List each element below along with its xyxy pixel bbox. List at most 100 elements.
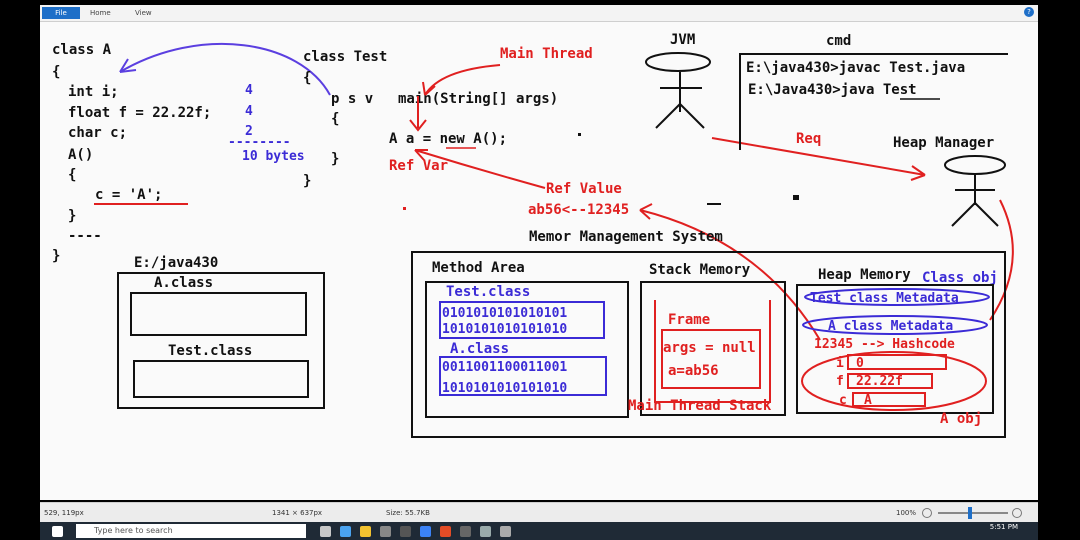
cursor-position: 529, 119px bbox=[44, 509, 84, 517]
tab-file[interactable]: File bbox=[42, 7, 80, 19]
test-bits-1: 0101010101010101 bbox=[442, 306, 567, 321]
a-bits-1: 0011001100011001 bbox=[442, 360, 567, 375]
mms-title: Memor Management System bbox=[529, 229, 723, 245]
method-a-class: A.class bbox=[450, 341, 509, 357]
frame-ref-a: a=ab56 bbox=[668, 363, 719, 379]
app-icon-5[interactable] bbox=[480, 526, 491, 537]
ref-var-label: Ref Var bbox=[389, 158, 448, 174]
test-bits-2: 1010101010101010 bbox=[442, 322, 567, 337]
class-test-header: class Test bbox=[303, 49, 387, 65]
new-statement: A a = new A(); bbox=[389, 131, 507, 147]
cmd-line-1: E:\java430>javac Test.java bbox=[746, 60, 965, 76]
field-f-label: f bbox=[836, 374, 844, 389]
a-class-bits-box bbox=[439, 356, 607, 396]
class-obj-label: Class obj bbox=[922, 270, 998, 286]
taskbar-search[interactable]: Type here to search bbox=[76, 524, 306, 538]
size-int: 4 bbox=[245, 83, 253, 98]
int-field: int i; bbox=[68, 84, 119, 100]
ribbon: File Home View ? bbox=[40, 5, 1038, 22]
dashes: ---- bbox=[68, 228, 102, 244]
taskbar-clock[interactable]: 5:51 PM bbox=[989, 523, 1018, 531]
heap-manager-figure bbox=[944, 155, 1006, 227]
selection-size: 1341 × 637px bbox=[272, 509, 323, 517]
cmd-window bbox=[739, 53, 1008, 150]
app-icon-4[interactable] bbox=[460, 526, 471, 537]
frame-label: Frame bbox=[668, 312, 710, 328]
zoom-slider[interactable] bbox=[938, 512, 1008, 514]
app-icon-6[interactable] bbox=[500, 526, 511, 537]
main-signature: main(String[] args) bbox=[398, 91, 558, 107]
mms-box bbox=[411, 251, 1006, 438]
thread-stack-outline bbox=[654, 300, 771, 403]
class-a-header: class A bbox=[52, 42, 112, 58]
file-explorer-icon[interactable] bbox=[360, 526, 371, 537]
app-icon-3[interactable] bbox=[420, 526, 431, 537]
tab-home[interactable]: Home bbox=[90, 9, 111, 17]
constructor-open: { bbox=[68, 167, 76, 183]
cmd-line-2-class: Test bbox=[883, 82, 917, 98]
zoom-level: 100% bbox=[896, 509, 917, 517]
tab-view[interactable]: View bbox=[135, 9, 152, 17]
help-icon[interactable]: ? bbox=[1024, 7, 1034, 17]
main-thread-stack-label: Main Thread Stack bbox=[628, 398, 772, 414]
windows-start-icon[interactable] bbox=[52, 526, 63, 537]
field-c-value: A bbox=[864, 393, 872, 408]
drawing-canvas[interactable]: class A { int i; float f = 22.22f; char … bbox=[40, 22, 1038, 500]
cmd-line-2: E:\Java430>java bbox=[748, 82, 883, 98]
edge-icon[interactable] bbox=[340, 526, 351, 537]
size-dash: -------- bbox=[228, 135, 291, 150]
test-class-metadata: Test class Metadata bbox=[810, 291, 959, 306]
ref-value-text: ab56<--12345 bbox=[528, 202, 629, 218]
a-bits-2: 1010101010101010 bbox=[442, 381, 567, 396]
class-test-close: } bbox=[303, 173, 311, 189]
heap-manager-label: Heap Manager bbox=[893, 135, 994, 151]
psv-text: p s v bbox=[331, 91, 373, 107]
main-thread-label: Main Thread bbox=[500, 46, 593, 62]
float-field: float f = 22.22f; bbox=[68, 105, 211, 121]
disk-a-class-box bbox=[130, 292, 307, 336]
jvm-figure bbox=[645, 52, 711, 129]
field-f-value: 22.22f bbox=[856, 374, 903, 389]
disk-path: E:/java430 bbox=[134, 255, 218, 271]
char-field: char c; bbox=[68, 125, 127, 141]
ref-value-label: Ref Value bbox=[546, 181, 622, 197]
disk-test-class-label: Test.class bbox=[168, 343, 252, 359]
main-open: { bbox=[331, 111, 339, 127]
stack-memory-box bbox=[640, 281, 786, 416]
purple-arrow bbox=[119, 42, 331, 96]
method-area-title: Method Area bbox=[432, 260, 525, 276]
size-char: 2 bbox=[245, 124, 253, 139]
method-area-box bbox=[425, 281, 629, 418]
class-a-close: } bbox=[52, 248, 60, 264]
a-obj-oval bbox=[801, 351, 987, 411]
size-float: 4 bbox=[245, 104, 253, 119]
cmd-title: cmd bbox=[826, 33, 851, 49]
frame-args: args = null bbox=[663, 340, 756, 356]
heap-memory-box bbox=[796, 284, 994, 414]
taskbar: Type here to search 5:51 PM bbox=[40, 522, 1038, 540]
a-obj-label: A obj bbox=[940, 411, 982, 427]
req-label: Req bbox=[796, 131, 821, 147]
zoom-out-button[interactable] bbox=[922, 508, 932, 518]
class-a-open-brace: { bbox=[52, 64, 60, 80]
field-i-label: i bbox=[836, 356, 844, 371]
chrome-icon[interactable] bbox=[440, 526, 451, 537]
heap-memory-title: Heap Memory bbox=[818, 267, 911, 283]
disk-a-class-label: A.class bbox=[154, 275, 213, 291]
hashcode-text: 12345 --> Hashcode bbox=[814, 337, 955, 352]
app-icon-2[interactable] bbox=[400, 526, 411, 537]
field-i-value: 0 bbox=[856, 356, 864, 371]
zoom-slider-thumb[interactable] bbox=[968, 507, 972, 519]
test-class-bits-box bbox=[439, 301, 605, 339]
file-size: Size: 55.7KB bbox=[386, 509, 430, 517]
disk-test-class-box bbox=[133, 360, 309, 398]
class-test-open: { bbox=[303, 70, 311, 86]
constructor-close: } bbox=[68, 208, 76, 224]
jvm-label: JVM bbox=[670, 32, 695, 48]
main-close: } bbox=[331, 151, 339, 167]
size-total: 10 bytes bbox=[242, 149, 305, 164]
task-view-icon[interactable] bbox=[320, 526, 331, 537]
zoom-in-button[interactable] bbox=[1012, 508, 1022, 518]
constructor: A() bbox=[68, 147, 93, 163]
app-icon-1[interactable] bbox=[380, 526, 391, 537]
